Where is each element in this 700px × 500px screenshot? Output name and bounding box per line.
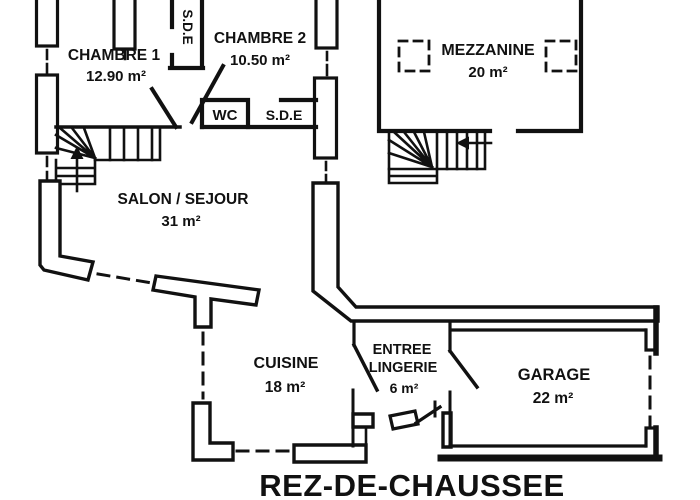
room-label-garage: GARAGE bbox=[517, 366, 591, 384]
room-area-entree: 6 m² bbox=[389, 380, 419, 396]
room-area-mezzanine: 20 m² bbox=[468, 64, 508, 81]
opening-ticks bbox=[45, 48, 329, 185]
front-door bbox=[388, 404, 443, 431]
window-symbols bbox=[34, 0, 339, 160]
staircase-salon bbox=[54, 125, 182, 193]
plan-title: REZ-DE-CHAUSSEE bbox=[259, 468, 565, 500]
room-area-salon: 31 m² bbox=[161, 213, 201, 230]
dashed-openings bbox=[96, 272, 652, 453]
room-label-sde-top: S.D.E bbox=[179, 9, 195, 45]
front-door-leaf bbox=[413, 404, 443, 426]
salon-garage-wall bbox=[311, 181, 660, 323]
salon-left-wall bbox=[38, 179, 96, 283]
room-label-cuisine: CUISINE bbox=[253, 355, 319, 372]
room-area-cuisine: 18 m² bbox=[264, 379, 306, 396]
entree-garage-walls bbox=[351, 305, 663, 462]
front-door-threshold bbox=[388, 409, 420, 431]
cuisine-corner-wall bbox=[191, 401, 235, 462]
room-area-chambre2: 10.50 m² bbox=[229, 52, 291, 69]
staircase-mezzanine bbox=[387, 129, 493, 185]
door-swing-lines bbox=[149, 63, 226, 130]
interior-walls bbox=[167, 0, 319, 130]
room-label-wc: WC bbox=[212, 107, 238, 124]
mezzanine-walls bbox=[376, 0, 584, 134]
room-label-mezzanine: MEZZANINE bbox=[441, 42, 535, 59]
outlined-walls bbox=[38, 179, 660, 464]
room-label-chambre1: CHAMBRE 1 bbox=[67, 47, 161, 64]
room-label-salon: SALON / SEJOUR bbox=[117, 191, 249, 208]
room-label-sde-mid: S.D.E bbox=[265, 107, 303, 123]
t-wall bbox=[150, 274, 262, 329]
entree-wall-stub bbox=[351, 412, 375, 429]
room-label-chambre2: CHAMBRE 2 bbox=[213, 30, 307, 47]
room-area-garage: 22 m² bbox=[532, 390, 574, 407]
room-label-lingerie: LINGERIE bbox=[368, 360, 438, 376]
room-label-entree: ENTREE bbox=[372, 342, 432, 358]
mezzanine-post-symbols bbox=[397, 39, 578, 73]
front-wall-left bbox=[292, 443, 368, 464]
room-area-chambre1: 12.90 m² bbox=[85, 68, 147, 85]
